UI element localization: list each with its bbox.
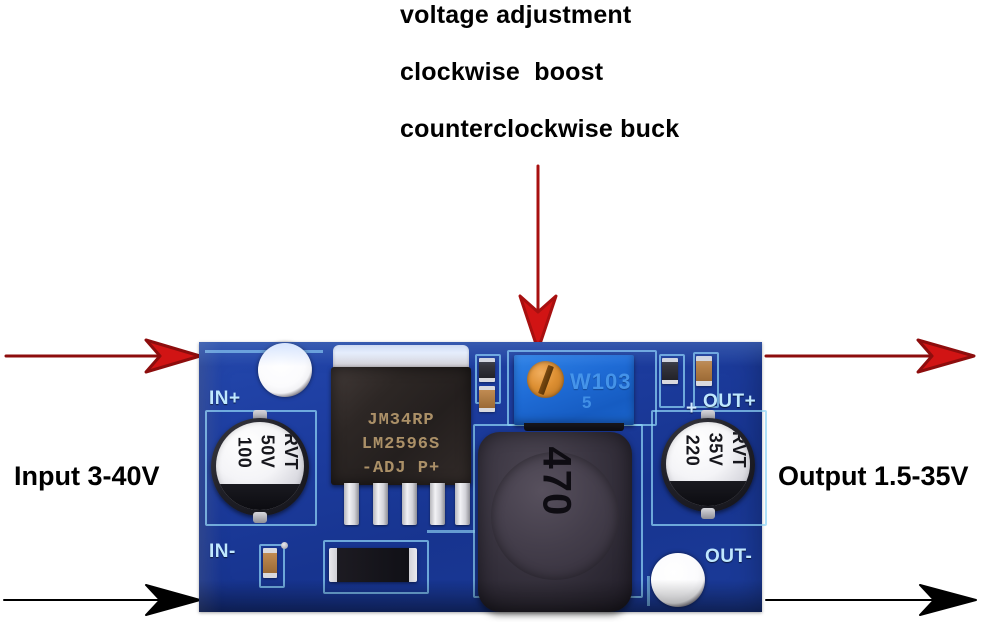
output-ground-arrow-icon (765, 584, 977, 616)
mounting-hole-right (651, 553, 705, 607)
annotation-line-voltage-adjustment: voltage adjustment (400, 1, 632, 29)
cap-out-marking-line1: 220 (682, 434, 703, 467)
ic-pin-4 (430, 483, 445, 525)
annotation-line-counterclockwise-buck: counterclockwise buck (400, 115, 680, 143)
silk-outline-smd-c (659, 354, 685, 408)
ic-pin-2 (373, 483, 388, 525)
cap-out-marking-line2: 35V (705, 432, 726, 467)
cap-in-marking-line1: 100 (234, 436, 255, 469)
silk-label-in-plus: IN+ (209, 388, 241, 409)
ic-pin-1 (344, 483, 359, 525)
cap-in-marking-line2: 50V (257, 434, 278, 469)
silk-label-in-minus: IN- (209, 541, 236, 562)
ic-pin-5 (455, 483, 470, 525)
cap-in-lead-top (253, 410, 267, 421)
input-ground-arrow-icon (3, 584, 201, 616)
voltage-adjust-trimpot[interactable]: W103 5 (514, 355, 634, 431)
cap-in-marking-line3: RVT (281, 432, 302, 471)
trimpot-screw[interactable] (527, 361, 564, 398)
ic-marking-line3: -ADJ P+ (361, 459, 441, 478)
inductor-marking: 470 (534, 446, 579, 517)
cap-in-top: 100 50V RVT (216, 422, 304, 510)
input-capacitor: 100 50V RVT (211, 410, 309, 523)
input-voltage-label: Input 3-40V (14, 461, 160, 491)
cap-out-polarity-stripe (666, 480, 750, 506)
trimpot-marking: W103 (570, 369, 632, 394)
output-power-arrow-icon (764, 338, 976, 374)
silk-outline-diode (323, 540, 429, 594)
cap-in-polarity-stripe (216, 483, 304, 510)
ic-body: JM34RP LM2596S -ADJ P+ (331, 367, 471, 485)
smd-resistor-2 (479, 386, 495, 412)
cap-out-marking-line3: RVT (729, 430, 750, 469)
smd-resistor-1 (479, 358, 495, 382)
smd-resistor-3 (662, 358, 678, 384)
cap-out-lead-bottom (701, 508, 715, 519)
cap-out-lead-top (701, 410, 715, 421)
lm2596-regulator-ic: JM34RP LM2596S -ADJ P+ (331, 345, 471, 525)
trimpot-screw-slot (537, 364, 554, 395)
output-voltage-label: Output 1.5-35V (778, 461, 969, 491)
smd-resistor-4 (696, 356, 712, 386)
silk-trace-mid (427, 530, 475, 533)
power-inductor: 470 (478, 432, 632, 612)
silk-trace-bottom-right (647, 576, 650, 606)
ic-marking-line2: LM2596S (361, 435, 441, 454)
silk-label-out-plus: OUT+ (703, 391, 757, 412)
via-2 (281, 542, 288, 549)
trimpot-base (524, 423, 624, 431)
input-power-arrow-icon (4, 338, 202, 374)
inductor-core (491, 452, 619, 580)
output-capacitor: 220 35V RVT (661, 410, 755, 519)
mounting-hole-left (258, 343, 312, 397)
silk-outline-smd-b (259, 544, 285, 588)
trimpot-marking-secondary: 5 (582, 393, 592, 412)
smd-resistor-5 (263, 548, 277, 578)
cap-in-lead-bottom (253, 512, 267, 523)
ic-heatsink-tab (333, 345, 469, 371)
ic-marking-line1: JM34RP (367, 411, 435, 430)
lm2596-buck-converter-board: IN+ IN- OUT+ OUT- + JM34RP LM2596S -ADJ … (199, 342, 767, 612)
schottky-diode (329, 548, 417, 582)
annotation-line-clockwise-boost: clockwise boost (400, 58, 604, 86)
silk-label-polarity-plus: + (686, 398, 698, 419)
trimpot-pointer-arrow-icon (518, 164, 558, 352)
silk-label-out-minus: OUT- (705, 546, 753, 567)
cap-out-top: 220 35V RVT (666, 422, 750, 506)
silk-outline-smd-d (693, 352, 719, 408)
ic-pin-3 (402, 483, 417, 525)
